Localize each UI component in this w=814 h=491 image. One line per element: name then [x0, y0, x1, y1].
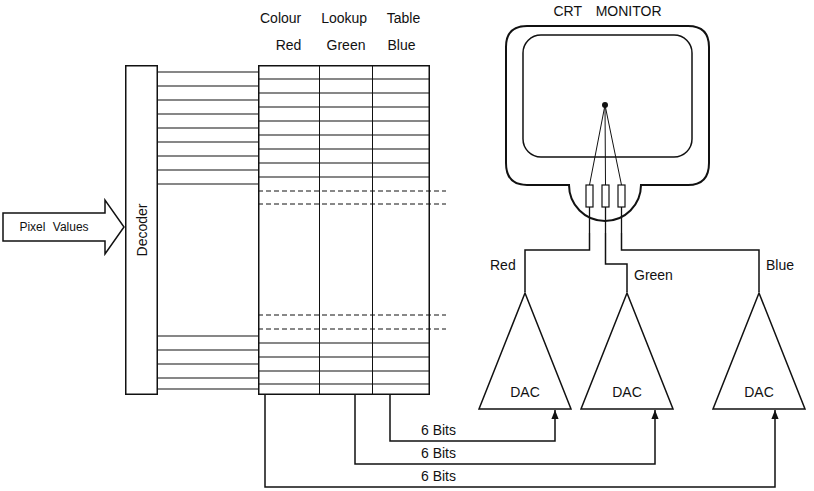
table-column: Blue — [373, 65, 430, 395]
node-text: DAC — [510, 384, 540, 400]
wire-label: Red — [489, 257, 517, 273]
signal-wire — [606, 233, 628, 292]
dac-amplifier: DAC — [712, 292, 806, 410]
decoder-box: Decoder — [125, 65, 158, 395]
node-text: Pixel Values — [6, 213, 102, 241]
node-text: CRT MONITOR — [553, 3, 661, 19]
dac-amplifier: DAC — [580, 292, 674, 410]
table-column: Green — [320, 65, 373, 395]
wire-label: Green — [633, 267, 674, 283]
wire-label: Blue — [765, 257, 795, 273]
node-text: Red — [276, 37, 302, 53]
node-text: DAC — [612, 384, 642, 400]
wire-label: 6 Bits — [420, 445, 457, 461]
table-column: Red — [258, 65, 320, 395]
input-arrow: Pixel Values — [2, 198, 125, 256]
signal-wire — [622, 233, 760, 292]
node-text: Decoder — [133, 204, 149, 257]
wire-label: 6 Bits — [420, 422, 457, 438]
lookup-table: Colour Lookup TableRedGreenBlue — [258, 65, 430, 395]
crt-monitor-outline — [505, 25, 710, 233]
decoder-bus — [158, 72, 258, 389]
node-text: Colour Lookup Table — [260, 10, 420, 26]
wire-label: 6 Bits — [420, 468, 457, 484]
node-text: Green — [327, 37, 366, 53]
lookup-table-outline — [258, 65, 430, 395]
dac-amplifier: DAC — [478, 292, 572, 410]
signal-wire — [525, 233, 590, 292]
crt-monitor: CRT MONITOR — [505, 25, 710, 233]
node-text: DAC — [744, 384, 774, 400]
node-text: Blue — [387, 37, 415, 53]
